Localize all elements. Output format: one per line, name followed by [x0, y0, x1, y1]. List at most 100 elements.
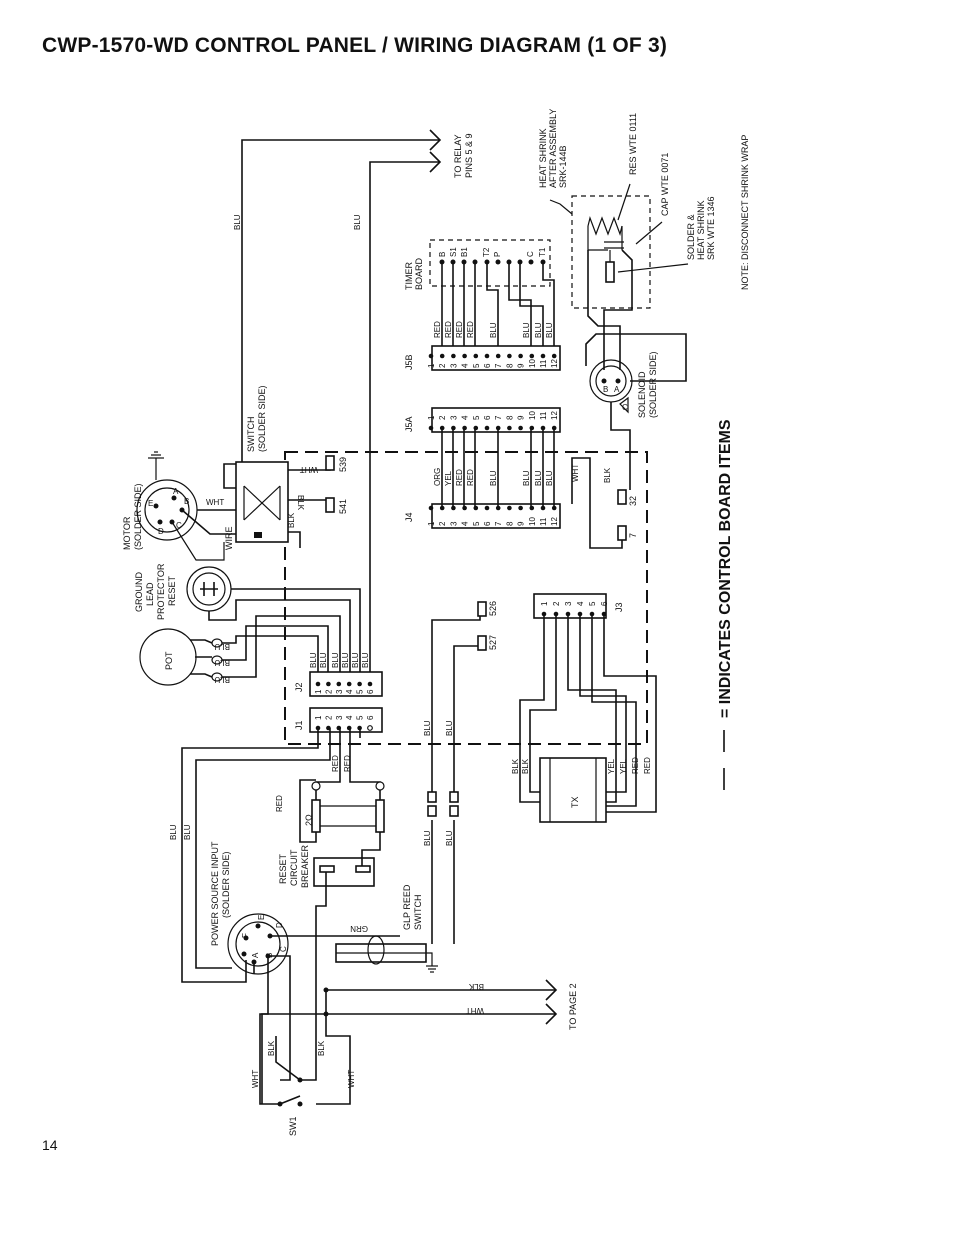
wire-label: RED [433, 321, 442, 338]
pin-dot [507, 353, 512, 359]
motor-label-2: (SOLDER SIDE) [133, 483, 143, 550]
wire-label: YEL [619, 758, 628, 774]
switch: SWITCH (SOLDER SIDE) WHT 539 541 BLK BLK [223, 385, 348, 548]
to-page-2: BLK WHT TO PAGE 2 [323, 979, 578, 1030]
tx-label: TX [570, 796, 580, 808]
pin-dot [336, 681, 342, 687]
pin-number: 5 [356, 689, 365, 694]
solenoid-label: SOLENOID [637, 371, 647, 418]
wire-label: BLU [534, 470, 543, 486]
timer-pin-label: S1 [449, 247, 458, 257]
pin-number: 4 [576, 601, 585, 606]
ohm-label: 2Ω [304, 814, 314, 826]
wire-label-text: WIRE [224, 527, 234, 551]
wire-label: BLU [545, 322, 554, 338]
wire-label: BLU [445, 830, 454, 846]
page-number: 14 [42, 1137, 58, 1153]
wire-label: BLK [317, 1040, 326, 1056]
two-ohm-resistor: 2Ω RED [275, 779, 385, 843]
timer-pin-label: C [526, 251, 535, 257]
timer-pin-label: B1 [460, 247, 469, 257]
wire-label: BLU [522, 322, 531, 338]
pin-number: 6 [366, 715, 375, 720]
wire-label: BLU [489, 322, 498, 338]
power-pin-label: D [275, 922, 284, 928]
wire-label: BLU [353, 214, 362, 230]
ground-label-3: PROTECTOR [156, 563, 166, 620]
wire-label: BLU [169, 824, 178, 840]
wire-label: BLU [423, 720, 432, 736]
resistor-capacitor-assembly: HEAT SHRINK AFTER ASSEMBLY SRK-144B RES … [538, 109, 716, 370]
timer-pin-label: B [438, 252, 447, 257]
j1-label: J1 [294, 720, 304, 730]
wire-label: BLU [319, 652, 328, 668]
pin-number: 9 [517, 415, 526, 420]
pin-dot [315, 681, 321, 687]
j5a-j4-wires: ORG YEL RED RED BLU BLU BLU BLU WHT [433, 428, 580, 508]
wire-label: WHT [206, 498, 224, 507]
j5a-label: J5A [404, 416, 414, 432]
motor-pin-label: C [176, 521, 182, 530]
pin-number: 1 [427, 363, 436, 368]
wire-label: BLU [331, 652, 340, 668]
timer-j5b-wires: RED RED RED RED BLU BLU BLU BLU [433, 262, 555, 354]
wire-label: RED [455, 469, 464, 486]
wire-label: ORG [433, 468, 442, 486]
sw1-label: SW1 [288, 1116, 298, 1136]
pin-number: 10 [528, 517, 537, 526]
wire-label: BLU [522, 470, 531, 486]
pin-number: 3 [449, 363, 458, 368]
pin-number: 8 [505, 415, 514, 420]
ground-label-4: RESET [167, 575, 177, 606]
pin-number: 8 [505, 363, 514, 368]
pin-number: 9 [517, 363, 526, 368]
glp-label: GLP REED [402, 884, 412, 930]
motor-pin-label: B [184, 497, 189, 506]
wire-label: BLU [309, 652, 318, 668]
solenoid: A B C SOLENOID (SOLDER SIDE) BLK [585, 333, 687, 490]
heat-shrink-label-2: AFTER ASSEMBLY [548, 109, 558, 188]
wire-label: BLU [214, 642, 230, 651]
wire-label: BLK [296, 495, 305, 511]
power-pin-label: E [257, 915, 266, 920]
solenoid-label-2: (SOLDER SIDE) [648, 351, 658, 418]
terminal-label: 32 [628, 496, 638, 506]
wire-label: BLU [341, 652, 350, 668]
pin-number: 3 [335, 715, 344, 720]
wire-label: WHT [251, 1070, 260, 1088]
pin-number: 5 [472, 415, 481, 420]
wire-label: BLU [233, 214, 242, 230]
pin-dot [484, 353, 490, 359]
legend: = INDICATES CONTROL BOARD ITEMS [717, 419, 734, 790]
wire-label: RED [643, 757, 652, 774]
reset-circuit-breaker: RESET CIRCUIT BREAKER [278, 832, 381, 1081]
transformer-tx: TX BLK BLK YEL YEL RED RED [511, 614, 657, 823]
power-label-2: (SOLDER SIDE) [221, 851, 231, 918]
wire-label: GRN [350, 924, 368, 933]
terminal-label: 527 [488, 635, 498, 650]
pin-number: 11 [539, 517, 548, 526]
wire-label: BLK [267, 1040, 276, 1056]
wire-label: BLU [489, 470, 498, 486]
wire-label: RED [466, 321, 475, 338]
wire-label: RED [466, 469, 475, 486]
to-relay-label-2: PINS 5 & 9 [464, 133, 474, 178]
wire-label: RED [455, 321, 464, 338]
pin-number: 10 [528, 359, 537, 368]
wire-label: YEL [607, 758, 616, 774]
wire-label: BLU [534, 322, 543, 338]
breaker-label-2: CIRCUIT [289, 849, 299, 886]
wire-label: RED [275, 795, 284, 812]
pin-number: 4 [461, 415, 470, 420]
switch-label: SWITCH [246, 417, 256, 453]
pin-number: 7 [494, 521, 503, 526]
pin-number: 1 [314, 715, 323, 720]
wire-label: WHT [347, 1070, 356, 1088]
pin-number: 3 [449, 521, 458, 526]
heat-shrink-label: HEAT SHRINK [538, 128, 548, 188]
terminal-label: 541 [338, 499, 348, 514]
pin-number: 5 [588, 601, 597, 606]
